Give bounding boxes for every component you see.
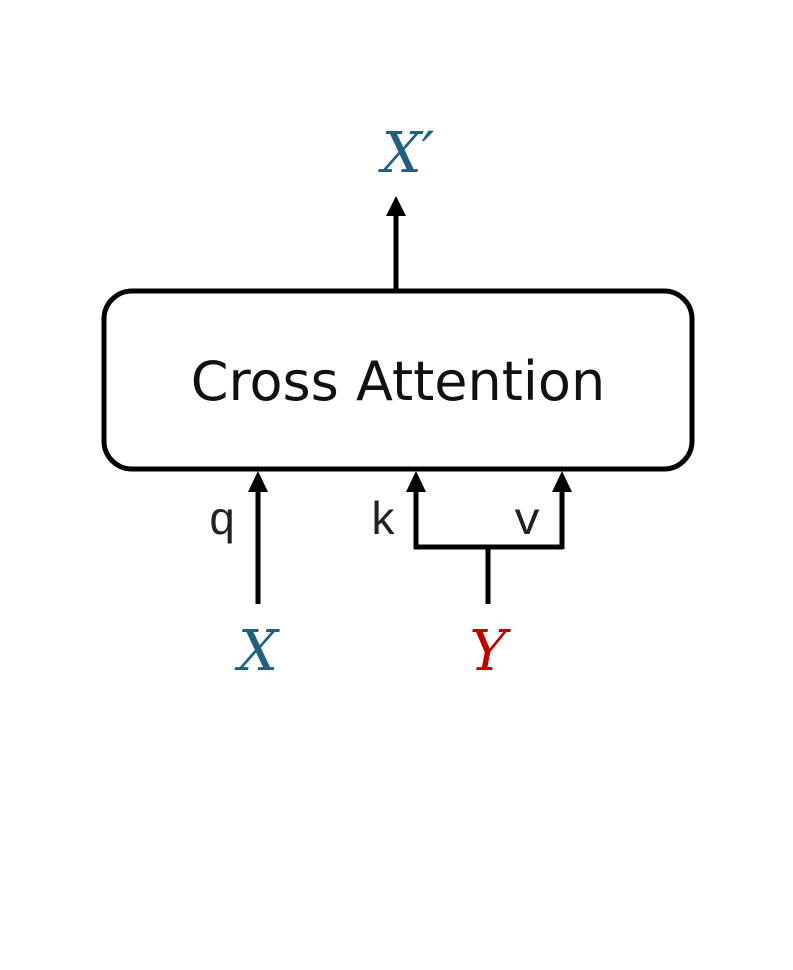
block-label: Cross Attention: [191, 350, 605, 413]
key-value-branch: [413, 490, 565, 604]
query-label: q: [208, 496, 236, 548]
query-arrow: [248, 471, 268, 604]
key-arrow: [406, 471, 426, 492]
value-label: v: [513, 496, 541, 548]
cross-attention-block: Cross Attention: [101, 288, 695, 472]
key-label: k: [369, 496, 397, 548]
output-label: X′: [378, 121, 435, 186]
input-y-label: Y: [470, 619, 512, 684]
value-arrow: [552, 471, 572, 492]
output-arrow: [386, 196, 406, 292]
input-x-label: X: [234, 619, 280, 684]
